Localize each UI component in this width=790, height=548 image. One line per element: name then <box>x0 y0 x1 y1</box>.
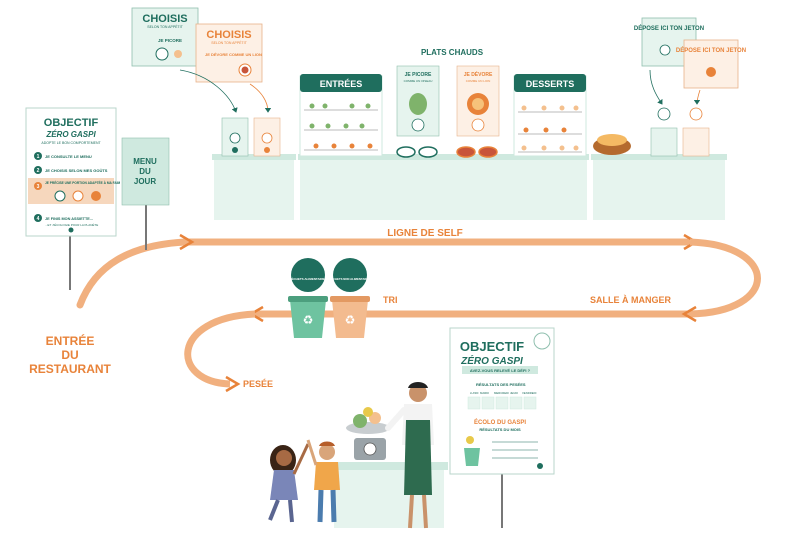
sorting-bins: DÉCHETS ALIMENTAIRES DÉCHETS NON ALIMENT… <box>288 258 371 338</box>
weighing-station <box>330 407 448 528</box>
svg-text:DÉPOSE ICI TON JETON: DÉPOSE ICI TON JETON <box>634 24 704 32</box>
bin-a-label: DÉCHETS ALIMENTAIRES <box>289 276 326 281</box>
label-pesee: PESÉE <box>243 379 273 389</box>
board-title: OBJECTIF <box>460 339 524 354</box>
svg-text:4: 4 <box>37 216 40 222</box>
svg-text:JE DÉVORE: JE DÉVORE <box>464 70 493 78</box>
arrow-icon <box>249 83 272 113</box>
board-title-2: ZÉRO GASPI <box>460 354 523 367</box>
child-girl-figure <box>268 443 310 523</box>
arrow-icon <box>649 69 663 105</box>
flow-path <box>76 233 761 393</box>
svg-text:JE PICORE: JE PICORE <box>158 38 182 43</box>
board-champion-sub: RÉSULTATS DU MOIS <box>479 427 521 432</box>
arrow-right-icon <box>225 375 241 393</box>
menu-du-jour-sign: MENU DU JOUR <box>121 137 170 250</box>
entrees-header: ENTRÉES <box>320 79 363 89</box>
plats-chauds-label: PLATS CHAUDS <box>421 48 484 57</box>
choisis-card-peach: CHOISIS SELON TON APPÉTIT JE DÉVORE COMM… <box>195 23 263 83</box>
poster-step-1: JE CONSULTE LE MENU <box>45 154 92 159</box>
svg-text:MARDI: MARDI <box>480 391 489 395</box>
child-boy-figure <box>306 439 340 523</box>
objectif-poster-left: OBJECTIF ZÉRO GASPI ADOPTE LE BON COMPOR… <box>25 107 121 290</box>
poster-title: OBJECTIF <box>44 117 99 129</box>
svg-text:DU: DU <box>139 167 151 176</box>
jeton-card-peach: DÉPOSE ICI TON JETON <box>676 39 746 89</box>
label-entree-2: DU <box>61 348 78 362</box>
board-days: LUNDI <box>470 391 479 395</box>
board-results-heading: RÉSULTATS DES PESÉES <box>476 382 526 387</box>
svg-text:JE DÉVORE COMME UN LION: JE DÉVORE COMME UN LION <box>205 52 262 57</box>
board-champion: ÉCOLO DU GASPI <box>474 418 526 426</box>
svg-text:SELON TON APPÉTIT: SELON TON APPÉTIT <box>147 24 183 29</box>
svg-text:JOUR: JOUR <box>134 177 156 186</box>
board-subtitle: AVEZ-VOUS RELEVÉ LE DÉFI ? <box>470 368 531 373</box>
svg-text:2: 2 <box>37 168 40 174</box>
recycle-icon: ♻ <box>303 313 314 327</box>
svg-text:JE PICORE: JE PICORE <box>405 72 432 78</box>
chef-figure <box>385 382 434 529</box>
poster-step-4: JE FINIS MON ASSIETTE... <box>45 217 93 221</box>
svg-text:CHOISIS: CHOISIS <box>142 13 187 25</box>
svg-text:3: 3 <box>37 184 40 190</box>
arrow-icon <box>693 89 701 105</box>
badge-icon <box>533 332 551 350</box>
arrow-right-icon <box>179 233 195 251</box>
poster-title-2: ZÉRO GASPI <box>45 130 96 139</box>
svg-text:COMME UN OISEAU: COMME UN OISEAU <box>404 79 433 83</box>
label-entree-3: RESTAURANT <box>29 362 111 376</box>
svg-text:MERCREDI: MERCREDI <box>494 391 509 395</box>
desserts-header: DESSERTS <box>526 79 575 89</box>
label-ligne-de-self: LIGNE DE SELF <box>387 228 463 239</box>
svg-text:JEUDI: JEUDI <box>510 391 518 395</box>
objectif-results-board: OBJECTIF ZÉRO GASPI AVEZ-VOUS RELEVÉ LE … <box>449 327 555 528</box>
svg-text:LUNDI: LUNDI <box>470 391 479 395</box>
poster-footer: ...ET J'ÉCOLOGIE POUR LA PLANÈTE <box>45 222 98 227</box>
choisis-card-mint: CHOISIS SELON TON APPÉTIT JE PICORE <box>131 7 199 67</box>
recycle-icon: ♻ <box>345 313 356 327</box>
svg-text:VENDREDI: VENDREDI <box>522 391 537 395</box>
poster-step-3: JE PRÉCISE UNE PORTION ADAPTÉE À MA FAIM <box>45 180 121 185</box>
svg-text:COMME UN LION: COMME UN LION <box>466 79 491 83</box>
label-entree-1: ENTRÉE <box>46 333 95 348</box>
svg-text:SELON TON APPÉTIT: SELON TON APPÉTIT <box>211 40 247 45</box>
arrow-left-icon <box>681 305 697 323</box>
self-counters: ENTRÉES PLATS CHAUDS JE PICORE COMME UN … <box>212 48 727 220</box>
bin-b-label: DÉCHETS NON ALIMENTAIRES <box>329 276 371 281</box>
arrow-icon <box>179 69 238 113</box>
svg-text:MENU: MENU <box>133 157 157 166</box>
svg-text:CHOISIS: CHOISIS <box>206 29 251 41</box>
poster-step-2: JE CHOISIS SELON MES GOÛTS <box>45 168 108 173</box>
label-salle-a-manger: SALLE À MANGER <box>590 295 672 305</box>
svg-text:DÉPOSE ICI TON JETON: DÉPOSE ICI TON JETON <box>676 46 746 54</box>
poster-subtitle: ADOPTE LE BON COMPORTEMENT <box>41 141 101 145</box>
plates-row <box>396 146 498 158</box>
svg-text:1: 1 <box>37 154 40 160</box>
label-tri: TRI <box>383 295 398 305</box>
